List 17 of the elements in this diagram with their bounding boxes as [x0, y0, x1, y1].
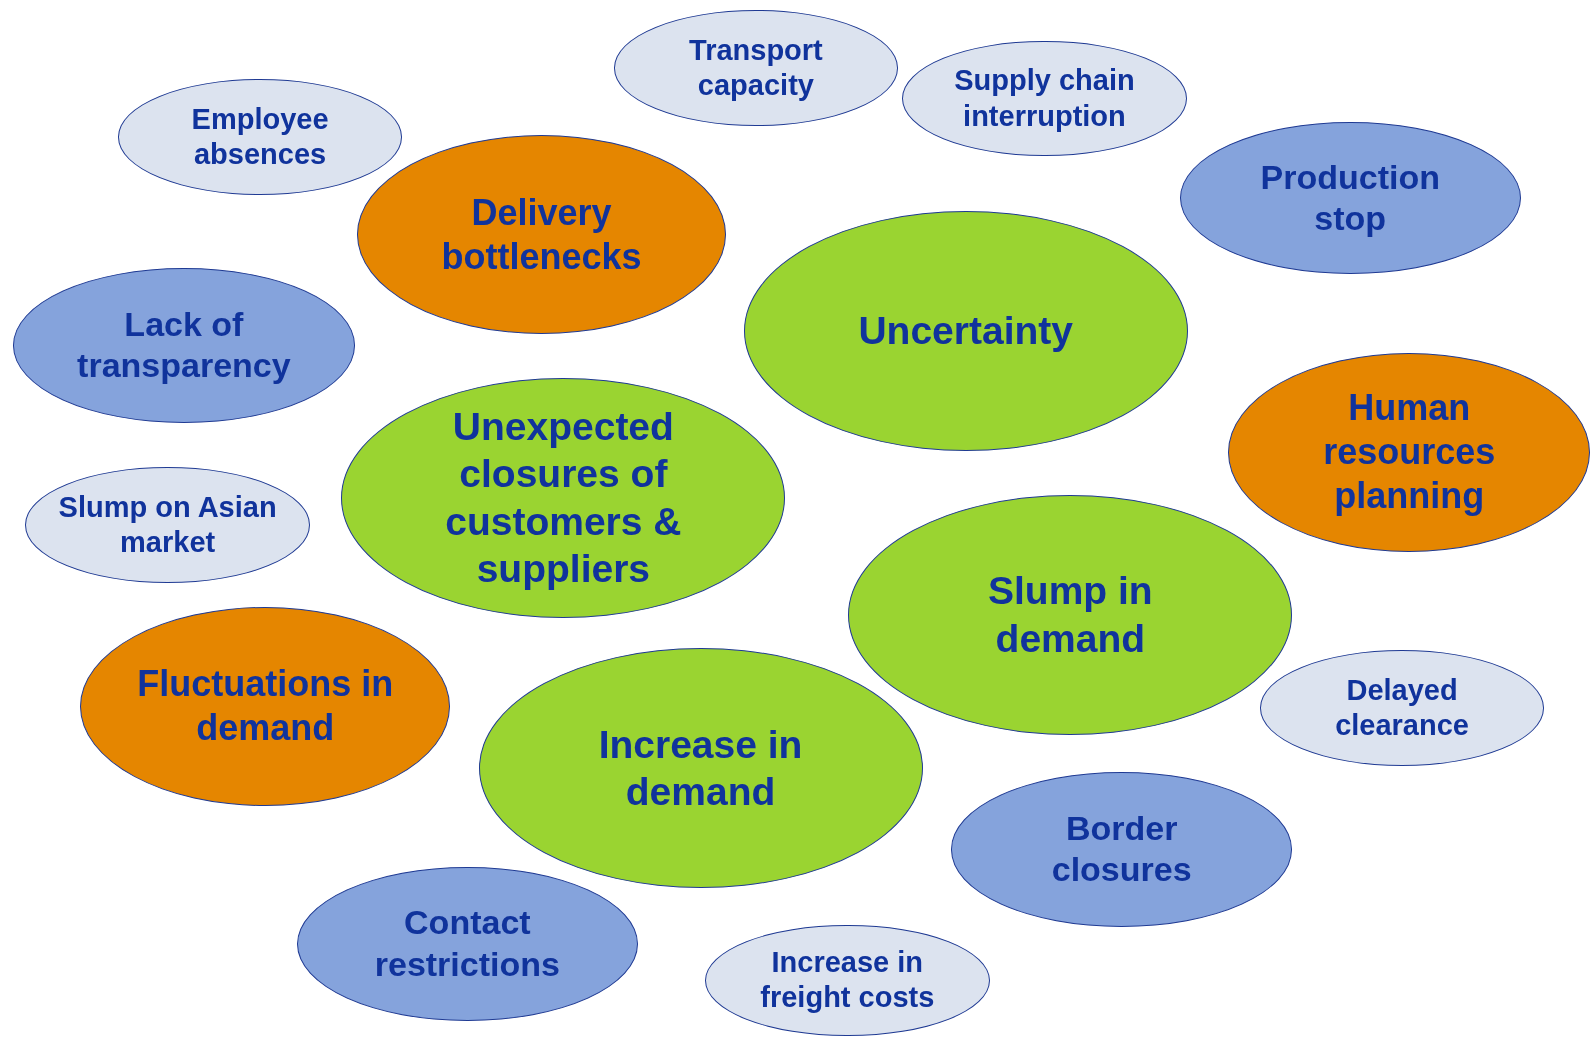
node-label: Increase in demand — [597, 721, 804, 816]
node-label: Increase in freight costs — [759, 945, 936, 1016]
node-label: Delayed clearance — [1334, 672, 1470, 744]
node-label: Border closures — [1050, 807, 1193, 891]
node-label: Transport capacity — [688, 32, 824, 104]
node-label: Human resources planning — [1322, 386, 1497, 518]
node-label: Employee absences — [190, 101, 330, 173]
node-label: Slump on Asian market — [57, 489, 278, 561]
node-label: Contact restrictions — [373, 902, 561, 985]
node-label: Slump in demand — [987, 568, 1154, 662]
node-label: Lack of transparency — [76, 303, 292, 387]
node-label: Fluctuations in demand — [136, 662, 395, 750]
node-label: Supply chain interruption — [953, 63, 1136, 134]
node-label: Delivery bottlenecks — [440, 190, 643, 279]
node-label: Production stop — [1259, 156, 1441, 240]
node-label: Uncertainty — [858, 308, 1073, 355]
node-label: Unexpected closures of customers & suppliers — [444, 403, 683, 593]
